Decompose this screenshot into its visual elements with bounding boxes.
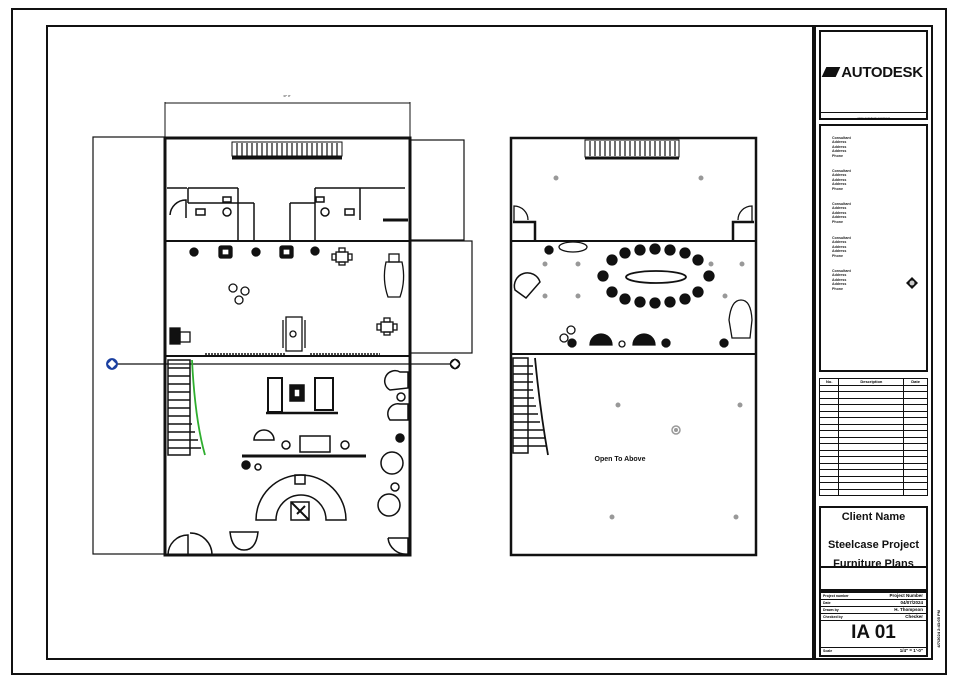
- autodesk-logo: AUTODESK: [821, 32, 926, 112]
- left-extension-box: [92, 136, 166, 555]
- sheet-name: Furniture Plans: [833, 558, 914, 570]
- revision-row: [818, 488, 928, 496]
- brand-url: www.autodesk.com/revit: [821, 112, 926, 120]
- project-box: Client Name Steelcase Project: [819, 506, 928, 568]
- left-plan-walls: [163, 136, 412, 557]
- print-stamp: 4/7/2024 2:43:05 PM: [936, 610, 941, 648]
- stairs-lower: [167, 359, 206, 456]
- client-name: Client Name: [841, 511, 906, 523]
- sheet-name-box: Furniture Plans: [819, 557, 928, 591]
- project-name: Steelcase Project: [827, 539, 920, 551]
- sheet-border: [11, 8, 947, 675]
- title-block: AUTODESK www.autodesk.com/revit Consulta…: [814, 25, 933, 660]
- doors-upper: [513, 205, 754, 240]
- section-marker-left[interactable]: [106, 358, 118, 370]
- right-plan: Open To Above: [509, 136, 758, 557]
- date: 04/07/2024: [900, 600, 923, 605]
- drawn-by: H. Thompson: [894, 607, 923, 612]
- revision-table: No. Description Date: [818, 378, 928, 504]
- restrooms: [167, 187, 408, 241]
- lounge-furniture: [169, 245, 405, 352]
- reception-furniture: [167, 369, 409, 556]
- north-arrow-icon: [906, 277, 918, 289]
- right-plan-walls: [509, 136, 758, 557]
- checked-by: Checker: [905, 614, 923, 619]
- open-to-above-label: Open To Above: [595, 456, 646, 463]
- autodesk-mark-icon: [821, 67, 841, 77]
- project-number: Project Number: [889, 593, 923, 598]
- drawing-area-border: [46, 25, 814, 660]
- conference-furniture: [513, 241, 753, 348]
- left-plan: 37' 0": [92, 94, 473, 557]
- scale: 1/4" = 1'-0": [899, 648, 923, 653]
- dimension-top: 37' 0": [283, 94, 290, 98]
- stairs-lower-right: [512, 357, 549, 456]
- logo-box: AUTODESK www.autodesk.com/revit: [819, 30, 928, 120]
- sheet-number: IA 01: [851, 622, 896, 643]
- section-marker-right[interactable]: [449, 358, 461, 370]
- light-fixtures: [542, 175, 745, 520]
